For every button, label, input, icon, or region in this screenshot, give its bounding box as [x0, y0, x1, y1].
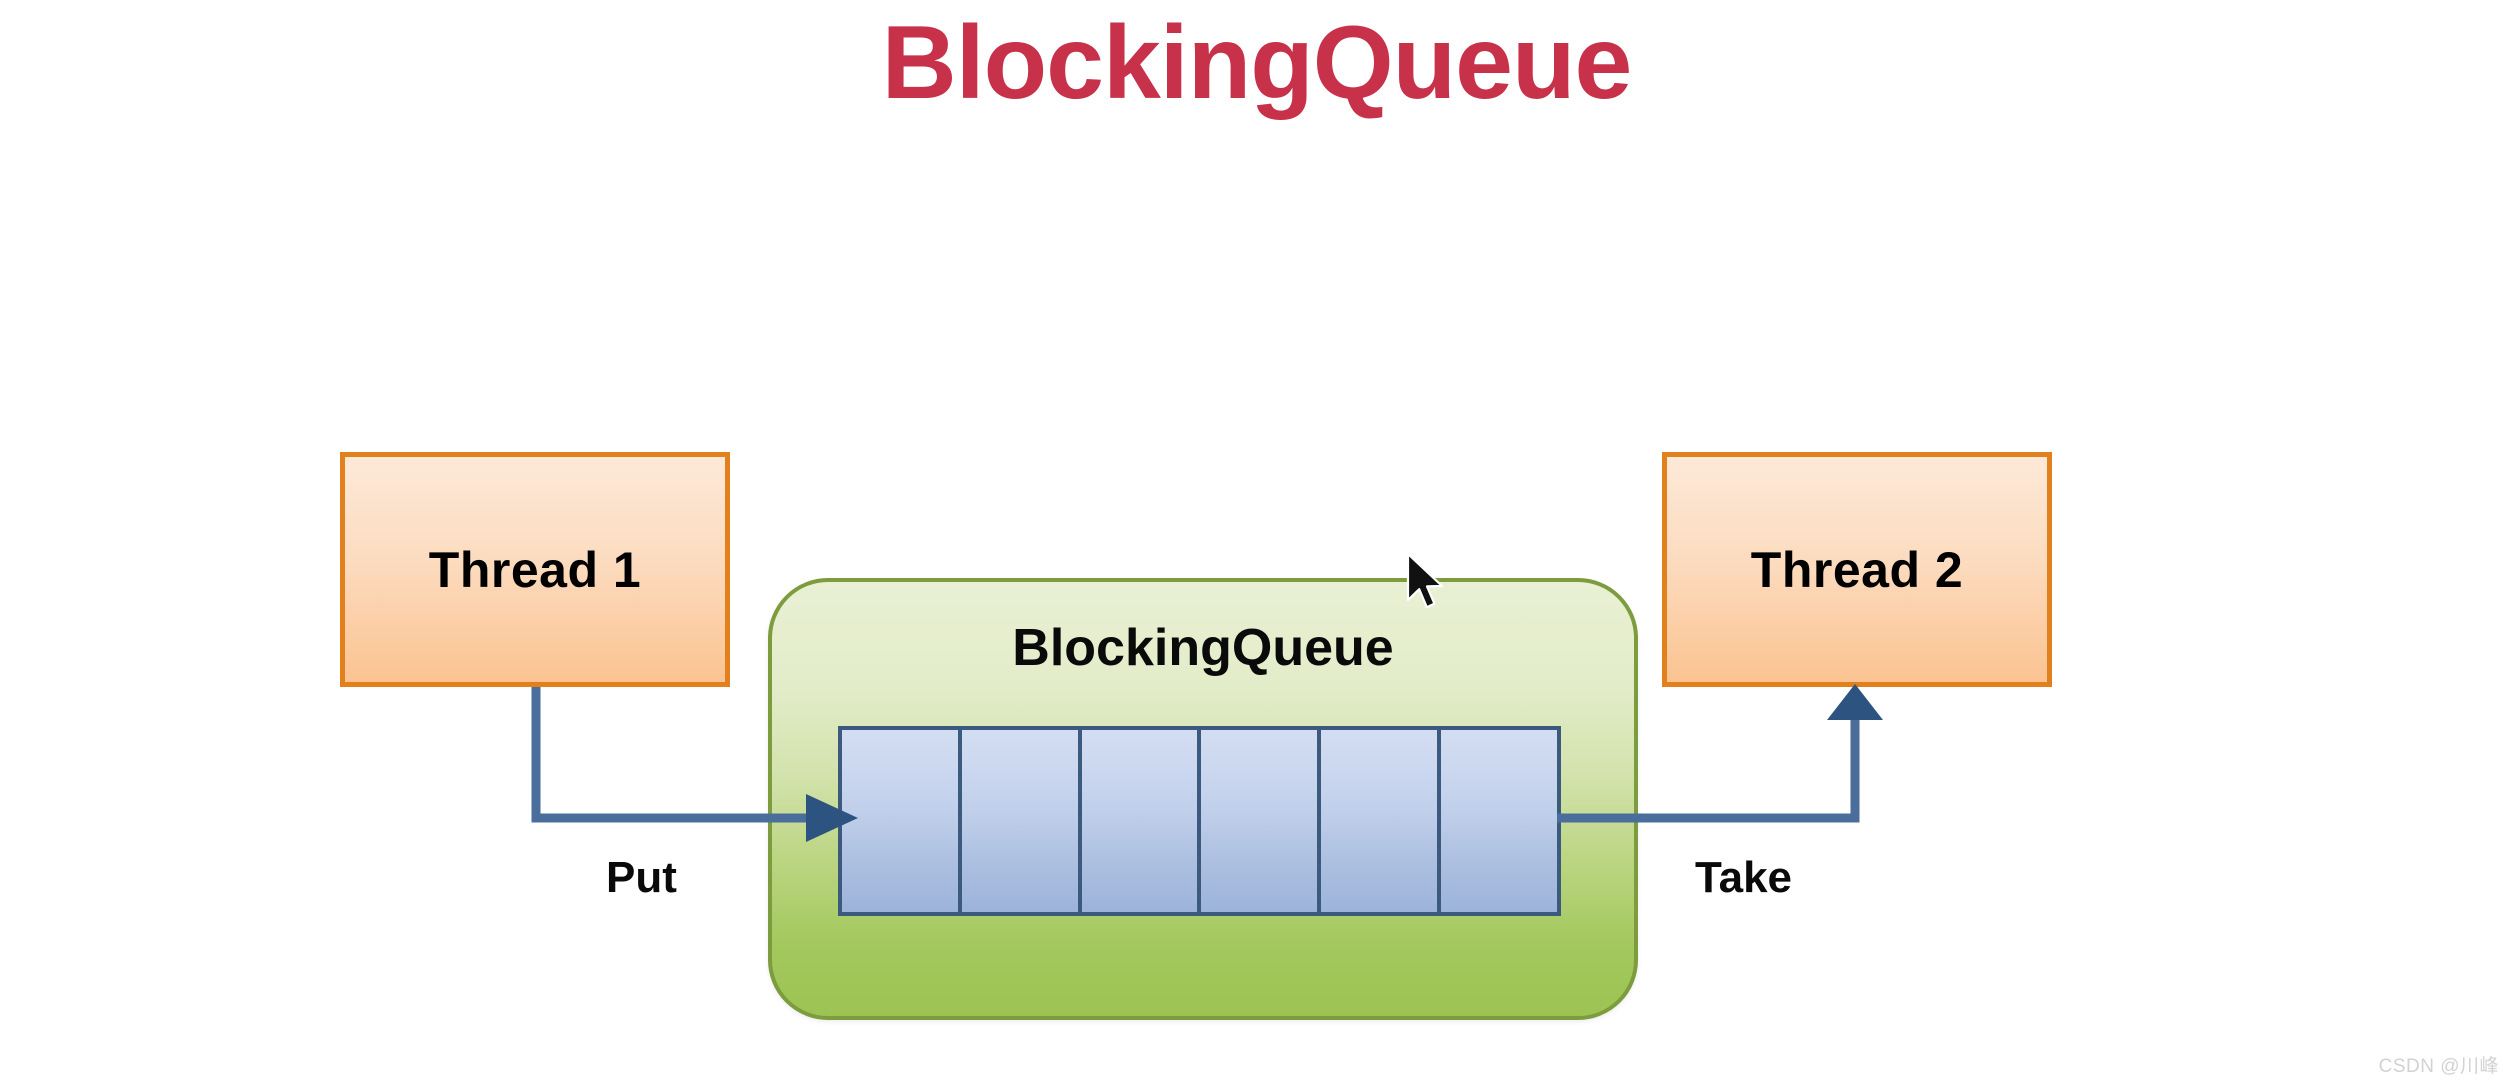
queue-slot[interactable] [1081, 730, 1202, 912]
thread-2-label: Thread 2 [1750, 541, 1964, 598]
page-title: BlockingQueue [881, 5, 1633, 121]
thread-2-box[interactable]: Thread 2 [1662, 452, 2052, 687]
queue-slot-row [838, 726, 1561, 916]
thread-1-box[interactable]: Thread 1 [340, 452, 730, 687]
queue-slot[interactable] [961, 730, 1082, 912]
put-label: Put [606, 853, 677, 902]
mouse-arrow-cursor-icon [1406, 552, 1444, 609]
watermark: CSDN @川峰 [2378, 1056, 2499, 1077]
queue-slot[interactable] [842, 730, 962, 912]
thread-1-label: Thread 1 [428, 541, 642, 598]
take-label: Take [1695, 853, 1793, 902]
queue-slot[interactable] [1321, 730, 1442, 912]
queue-slot[interactable] [1441, 730, 1557, 912]
blocking-queue-label: BlockingQueue [1012, 619, 1394, 677]
blocking-queue-container[interactable]: BlockingQueue [768, 578, 1638, 1020]
queue-slot[interactable] [1201, 730, 1322, 912]
